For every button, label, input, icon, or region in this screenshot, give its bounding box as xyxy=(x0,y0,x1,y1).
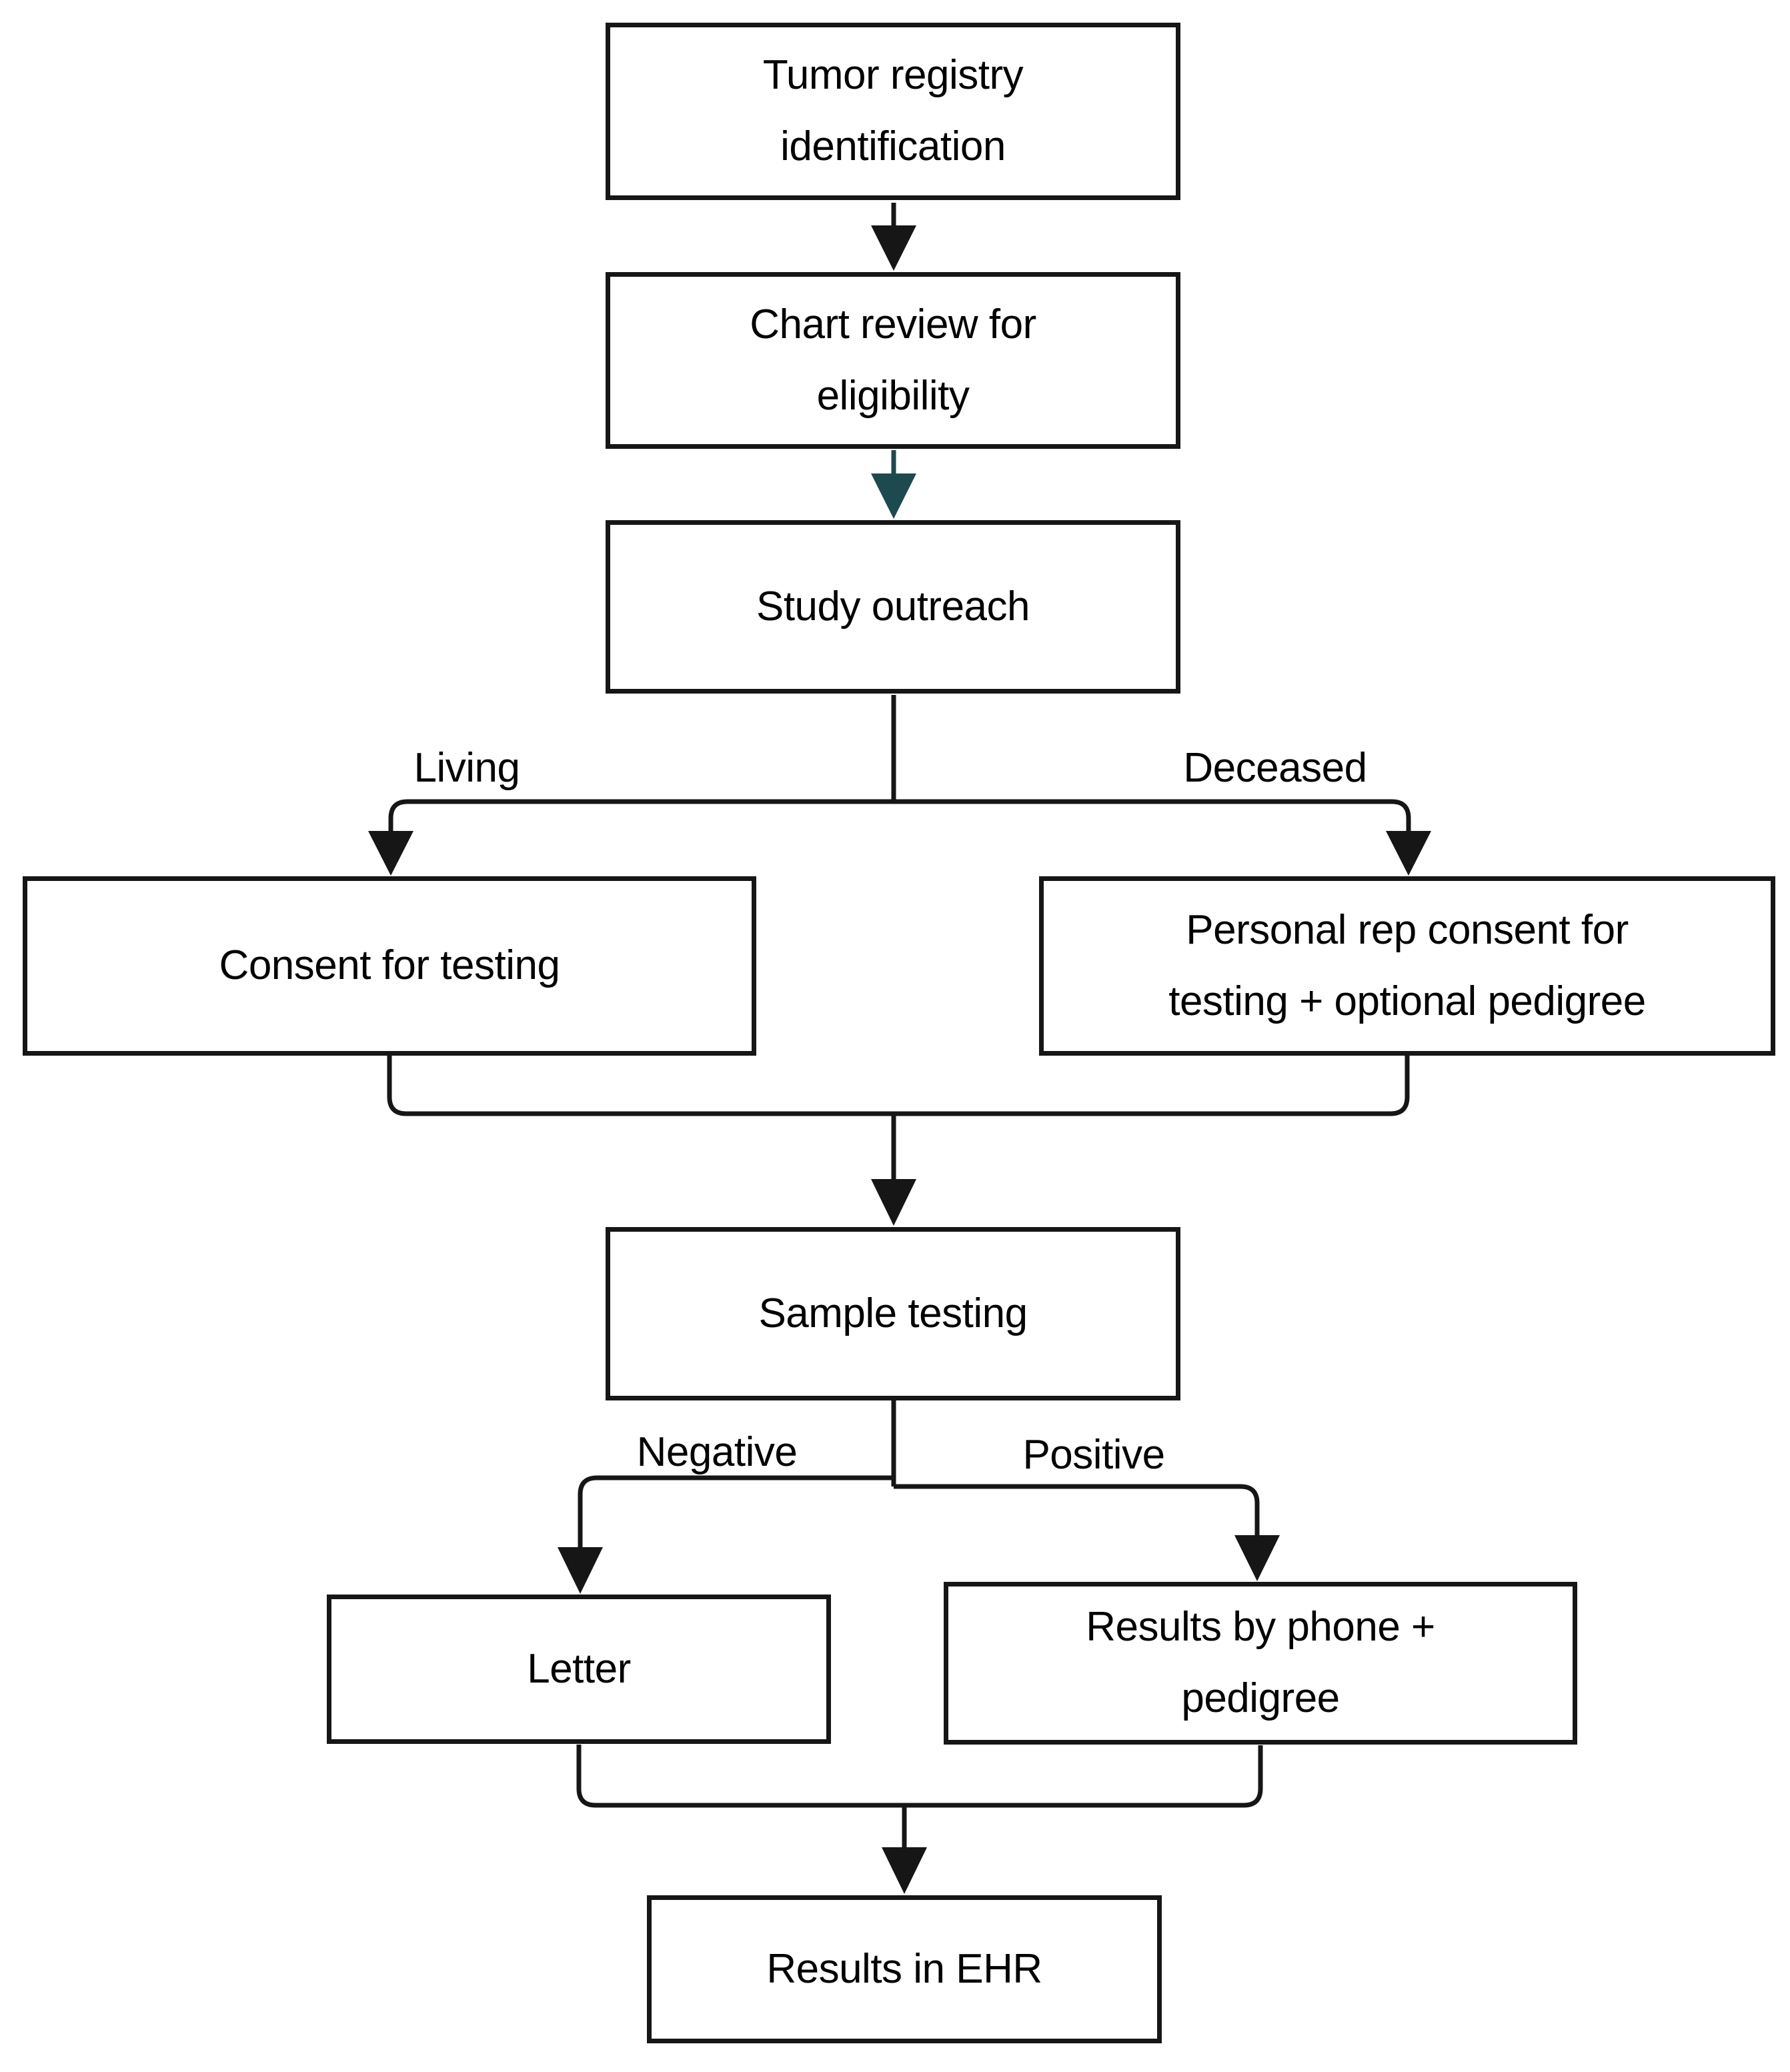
node-label-line: identification xyxy=(780,123,1006,169)
node-personal-rep-consent: Personal rep consent for testing + optio… xyxy=(1039,876,1775,1056)
node-chart-review-for-eligibility: Chart review for eligibility xyxy=(606,272,1180,449)
edge-branch-negative xyxy=(578,1475,894,1550)
edge-branch-living-deceased xyxy=(388,799,1411,834)
node-sample-testing: Sample testing xyxy=(606,1227,1180,1400)
node-label-line: Results by phone + xyxy=(1086,1604,1435,1651)
node-letter: Letter xyxy=(327,1595,831,1744)
node-label-line: Personal rep consent for xyxy=(1186,906,1629,953)
node-study-outreach: Study outreach xyxy=(606,520,1180,694)
node-label-line: Study outreach xyxy=(756,583,1030,630)
edge-branch-positive xyxy=(894,1484,1260,1537)
node-label-line: Results in EHR xyxy=(766,1945,1042,1992)
node-label-line: Chart review for xyxy=(750,301,1036,347)
edge-letter-merge xyxy=(576,1745,904,1808)
arrowhead-deceased-to-personal-rep xyxy=(1386,831,1431,876)
node-results-in-ehr: Results in EHR xyxy=(647,1895,1162,2043)
arrowhead-negative-to-letter xyxy=(558,1547,603,1594)
edge-label-deceased: Deceased xyxy=(1183,745,1367,791)
node-label-line: Tumor registry xyxy=(762,52,1024,99)
edge-label-positive: Positive xyxy=(1022,1432,1165,1478)
arrowhead-merge-to-sample xyxy=(871,1179,916,1226)
node-results-by-phone-pedigree: Results by phone + pedigree xyxy=(944,1582,1577,1745)
arrowhead-positive-to-results-phone xyxy=(1234,1535,1280,1581)
edge-label-negative: Negative xyxy=(636,1429,798,1475)
node-label-line: testing + optional pedigree xyxy=(1168,978,1646,1024)
edge-results-phone-merge xyxy=(904,1745,1263,1808)
node-tumor-registry-identification: Tumor registry identification xyxy=(606,23,1180,200)
arrowhead-tumor-to-chart xyxy=(871,225,916,271)
node-label-line: pedigree xyxy=(1181,1675,1340,1721)
arrowhead-merge-to-ehr xyxy=(882,1847,927,1894)
node-label-line: Sample testing xyxy=(758,1290,1028,1336)
edge-label-living: Living xyxy=(413,745,521,791)
node-label-line: eligibility xyxy=(816,372,970,419)
arrowhead-chart-to-outreach xyxy=(871,473,916,519)
edge-personal-rep-merge xyxy=(894,1056,1410,1116)
node-label-line: Consent for testing xyxy=(219,942,560,989)
edge-consent-merge xyxy=(387,1056,894,1116)
node-label-line: Letter xyxy=(527,1645,631,1692)
node-consent-for-testing: Consent for testing xyxy=(23,876,756,1056)
arrowhead-living-to-consent xyxy=(368,831,413,876)
